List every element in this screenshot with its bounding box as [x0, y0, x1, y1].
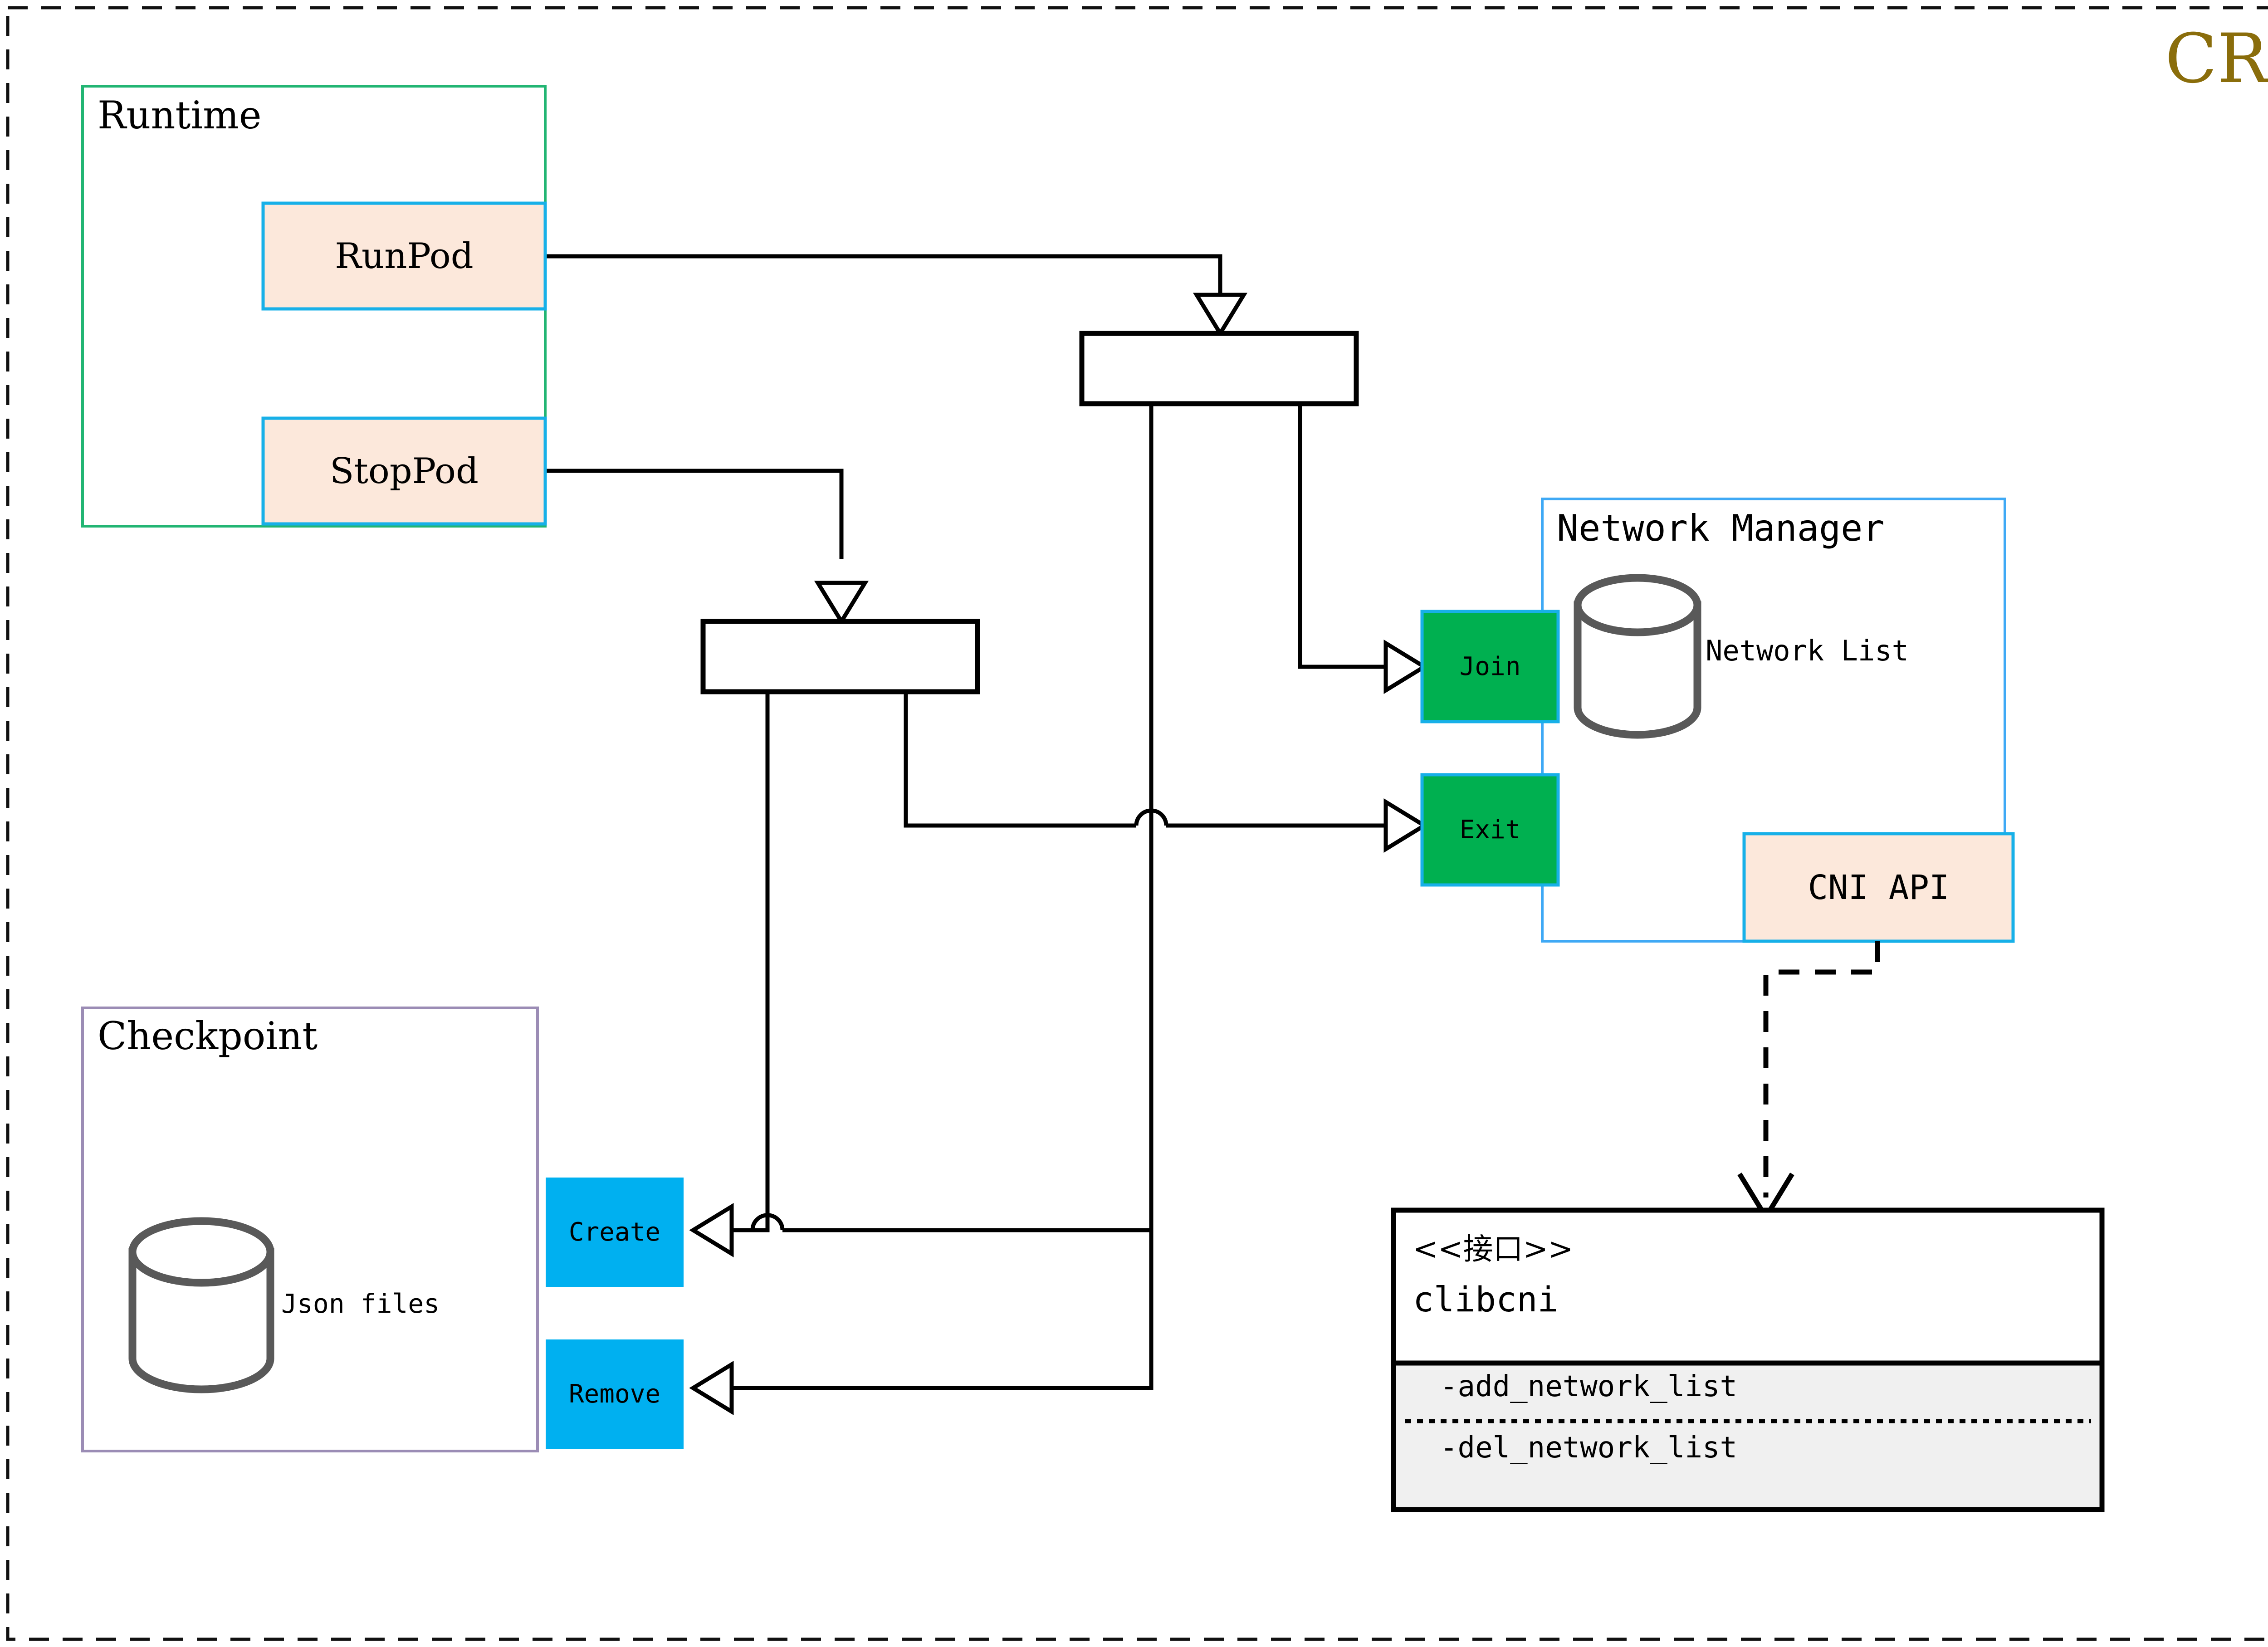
interface-clibcni-methods-compartment — [1396, 1363, 2099, 1507]
operation-remove-label[interactable]: Remove — [547, 1340, 683, 1448]
fork-bar-runpod — [1079, 331, 1359, 406]
operation-join-label-text: Join — [1459, 652, 1521, 681]
interface-method-add-text: -add_network_list — [1440, 1370, 1738, 1403]
operation-exit-label-text: Exit — [1459, 815, 1521, 845]
package-checkpoint-label-text: Checkpoint — [98, 1014, 318, 1058]
arrowhead-into-upper-fork — [1193, 293, 1248, 337]
connector-layer — [545, 254, 1388, 1390]
edge-left-leg-to-remove — [694, 1217, 1154, 1390]
operation-exit-label[interactable]: Exit — [1422, 775, 1558, 885]
package-netmgr-label: Network Manager — [1557, 507, 1884, 549]
operation-join-label[interactable]: Join — [1422, 611, 1558, 722]
interface-method-add: -add_network_list — [1440, 1370, 1737, 1403]
arrowhead-into-lower-fork — [814, 581, 869, 626]
operation-stoppod-label[interactable]: StopPod — [263, 418, 545, 524]
datastore-json-files-label-text: Json files — [281, 1288, 440, 1319]
edge-runpod-to-fork — [545, 254, 1222, 295]
operation-create-box[interactable] — [546, 1178, 684, 1287]
operation-join-box[interactable] — [1420, 610, 1560, 723]
datastore-json-files-icon — [128, 1217, 274, 1393]
realization-dashed-path — [1763, 941, 1880, 1197]
operation-stoppod-label-text: StopPod — [330, 450, 479, 492]
datastore-network-list-label-text: Network List — [1706, 634, 1909, 667]
page-title: CRI — [2105, 25, 2268, 93]
operation-stoppod-box[interactable] — [261, 416, 547, 526]
arrowhead-layer — [689, 293, 1428, 1416]
operation-cniapi-label[interactable]: CNI API — [1744, 834, 2013, 941]
operation-runpod-label[interactable]: RunPod — [263, 203, 545, 309]
package-netmgr-label-text: Network Manager — [1557, 507, 1885, 549]
interface-stereotype: <<接口>> — [1413, 1225, 1573, 1268]
edge-forkbar-lower-right-leg-to-exit — [904, 659, 1136, 828]
page-title-text: CRI — [2165, 20, 2268, 98]
operation-remove-label-text: Remove — [568, 1379, 661, 1409]
interface-name: clibcni — [1413, 1279, 1558, 1320]
arrowhead-into-exit — [1383, 798, 1428, 853]
operation-exit-box[interactable] — [1420, 773, 1560, 887]
edge-stoppod-to-fork — [545, 469, 844, 559]
package-runtime-label: Runtime — [98, 93, 261, 137]
edge-forkbar-upper-right-leg-to-join — [1298, 403, 1388, 669]
operation-runpod-box[interactable] — [261, 201, 547, 311]
arrowhead-into-join — [1383, 639, 1428, 694]
interface-method-del: -del_network_list — [1440, 1431, 1737, 1465]
fork-bar-stoppod — [700, 619, 980, 694]
datastore-network-list-icon — [1574, 574, 1701, 739]
operation-runpod-label-text: RunPod — [335, 235, 474, 277]
arrowhead-into-remove — [689, 1360, 734, 1416]
interface-stereotype-text: <<接口>> — [1413, 1232, 1574, 1266]
realization-cniapi-to-clibcni — [1737, 941, 1880, 1222]
interface-name-text: clibcni — [1413, 1279, 1559, 1320]
interface-methods-compartment-outline — [1391, 1360, 2105, 1512]
edge-hop-create — [750, 1213, 785, 1231]
operation-cniapi-label-text: CNI API — [1808, 868, 1950, 907]
operation-remove-box[interactable] — [546, 1339, 684, 1449]
edge-forkbar-lower-left-leg-to-create — [694, 659, 770, 1232]
edge-hop-exit — [1134, 808, 1168, 826]
package-checkpoint-label: Checkpoint — [98, 1014, 318, 1058]
operation-create-label-text: Create — [568, 1217, 661, 1247]
arrowhead-into-create — [689, 1202, 734, 1258]
datastore-json-files-label: Json files — [281, 1288, 440, 1319]
datastore-network-list-label: Network List — [1706, 634, 1909, 667]
package-runtime-label-text: Runtime — [98, 93, 262, 137]
operation-cniapi-box[interactable] — [1742, 832, 2015, 943]
interface-method-del-text: -del_network_list — [1440, 1431, 1738, 1465]
operation-create-label[interactable]: Create — [547, 1178, 683, 1286]
canvas-dashed-border — [6, 6, 2268, 1641]
